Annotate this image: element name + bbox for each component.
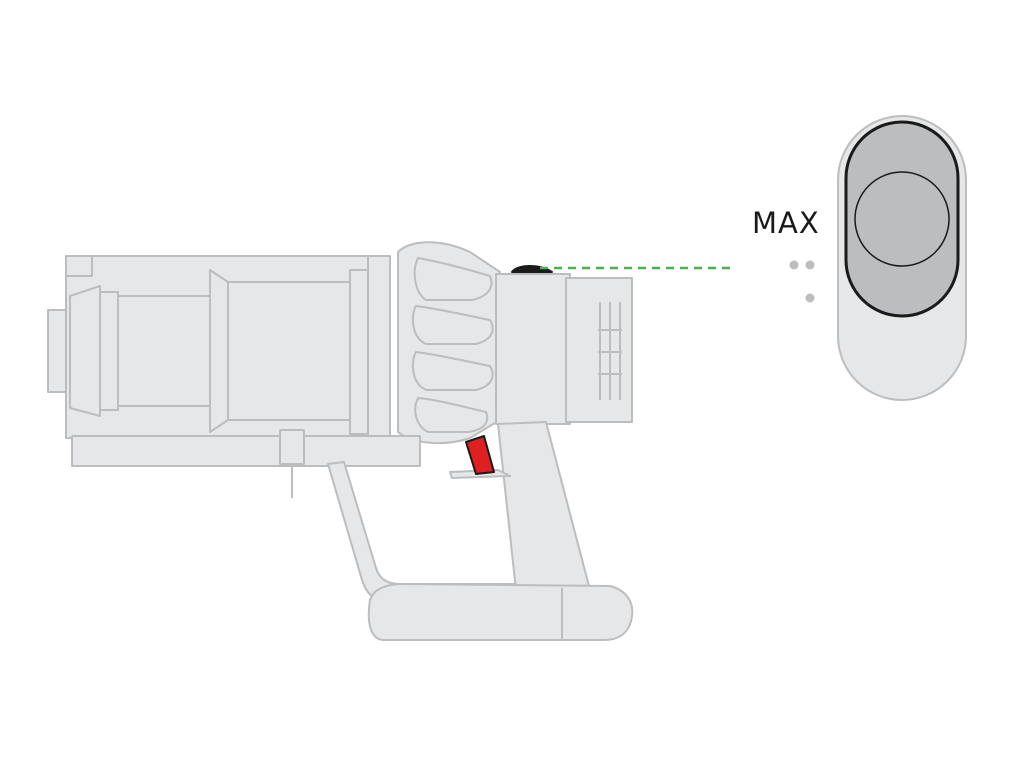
battery-arm (327, 461, 521, 603)
lower-rail (71, 435, 421, 467)
bin-latch (65, 255, 93, 277)
shroud-rim (209, 269, 229, 433)
bin-ring (99, 291, 119, 411)
shroud-inner (117, 295, 211, 407)
motor-body (495, 273, 633, 425)
bin-front-flange (69, 285, 101, 417)
switch-button-disc (854, 171, 950, 267)
cyclone-cylinder (227, 281, 351, 421)
indicator-dot-1 (789, 260, 799, 270)
mode-switch-zoom (837, 115, 967, 401)
cyclone-cone-3 (411, 351, 494, 391)
max-mode-label: MAX (752, 206, 820, 240)
cyclone-cone-4 (414, 397, 489, 433)
motor-housing (495, 273, 571, 425)
indicator-dot-3 (805, 293, 815, 303)
release-catch (279, 429, 305, 465)
cyclone-cone-2 (411, 305, 494, 345)
vent-slots (598, 302, 622, 400)
battery-pack (367, 583, 634, 641)
cyclone-cone-1 (413, 257, 493, 301)
handle-assembly (71, 421, 634, 641)
cyclone-pack (397, 241, 501, 445)
indicator-dot-2 (805, 260, 815, 270)
mode-switch-small (511, 265, 553, 273)
bin-assembly (47, 255, 391, 439)
cyclone-collar-outer (367, 255, 391, 439)
pistol-grip (497, 421, 591, 591)
trigger (465, 435, 495, 475)
